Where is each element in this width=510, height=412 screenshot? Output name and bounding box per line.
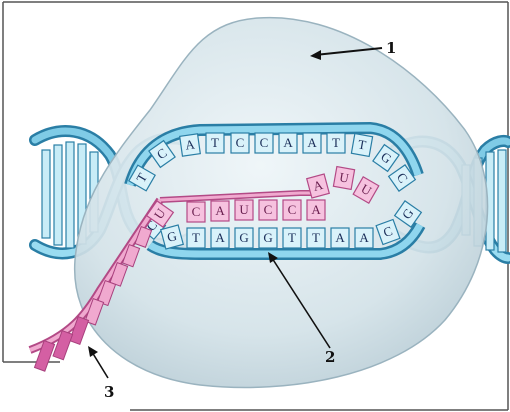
top-base: A — [279, 133, 297, 153]
bottom-base-letter: G — [239, 230, 248, 245]
rna-base-letter: C — [192, 204, 201, 219]
top-base: T — [351, 134, 372, 157]
rna-base-letter: A — [215, 203, 225, 218]
rna-base: A — [211, 201, 229, 221]
top-base: A — [303, 133, 321, 153]
rna-base: U — [235, 200, 253, 220]
label-3: 3 — [104, 383, 114, 401]
top-base-letter: A — [283, 135, 293, 150]
rna-base: A — [307, 200, 325, 220]
bottom-base-letter: T — [288, 230, 296, 245]
top-base: T — [327, 133, 345, 153]
top-base-letter: T — [332, 135, 340, 150]
rna-base-letter: U — [239, 202, 249, 217]
bottom-base-letter: T — [192, 230, 200, 245]
label-3-arrowhead — [88, 346, 98, 357]
rna-polymerase — [75, 18, 488, 388]
rna-base-letter: C — [264, 202, 273, 217]
top-base: T — [206, 133, 224, 153]
top-base: C — [231, 133, 249, 153]
label-3-group: 3 — [88, 346, 114, 401]
rna-base-letter: A — [311, 202, 321, 217]
rna-new-base: U — [333, 167, 354, 190]
bottom-base: A — [355, 228, 373, 248]
label-3-leader — [92, 352, 108, 378]
top-base: C — [255, 133, 273, 153]
rna-base-letter: C — [288, 202, 297, 217]
top-base: A — [180, 134, 201, 156]
rna-base: C — [283, 200, 301, 220]
label-2: 2 — [325, 348, 335, 366]
bottom-base: T — [307, 228, 325, 248]
bottom-base: T — [283, 228, 301, 248]
top-base-letter: C — [260, 135, 269, 150]
rna-base: C — [187, 202, 205, 222]
top-base-letter: A — [307, 135, 317, 150]
rna-base: C — [259, 200, 277, 220]
bottom-base: G — [259, 228, 277, 248]
bottom-base: A — [331, 228, 349, 248]
bottom-base-letter: A — [359, 230, 369, 245]
bottom-base: G — [235, 228, 253, 248]
label-1: 1 — [386, 39, 396, 57]
top-base-letter: C — [236, 135, 245, 150]
bottom-base: T — [187, 228, 205, 248]
bottom-base-letter: A — [215, 230, 225, 245]
bottom-base-letter: G — [263, 230, 272, 245]
bottom-base-letter: T — [312, 230, 320, 245]
bottom-base-letter: A — [335, 230, 345, 245]
top-base-letter: T — [211, 135, 219, 150]
bottom-base: A — [211, 228, 229, 248]
